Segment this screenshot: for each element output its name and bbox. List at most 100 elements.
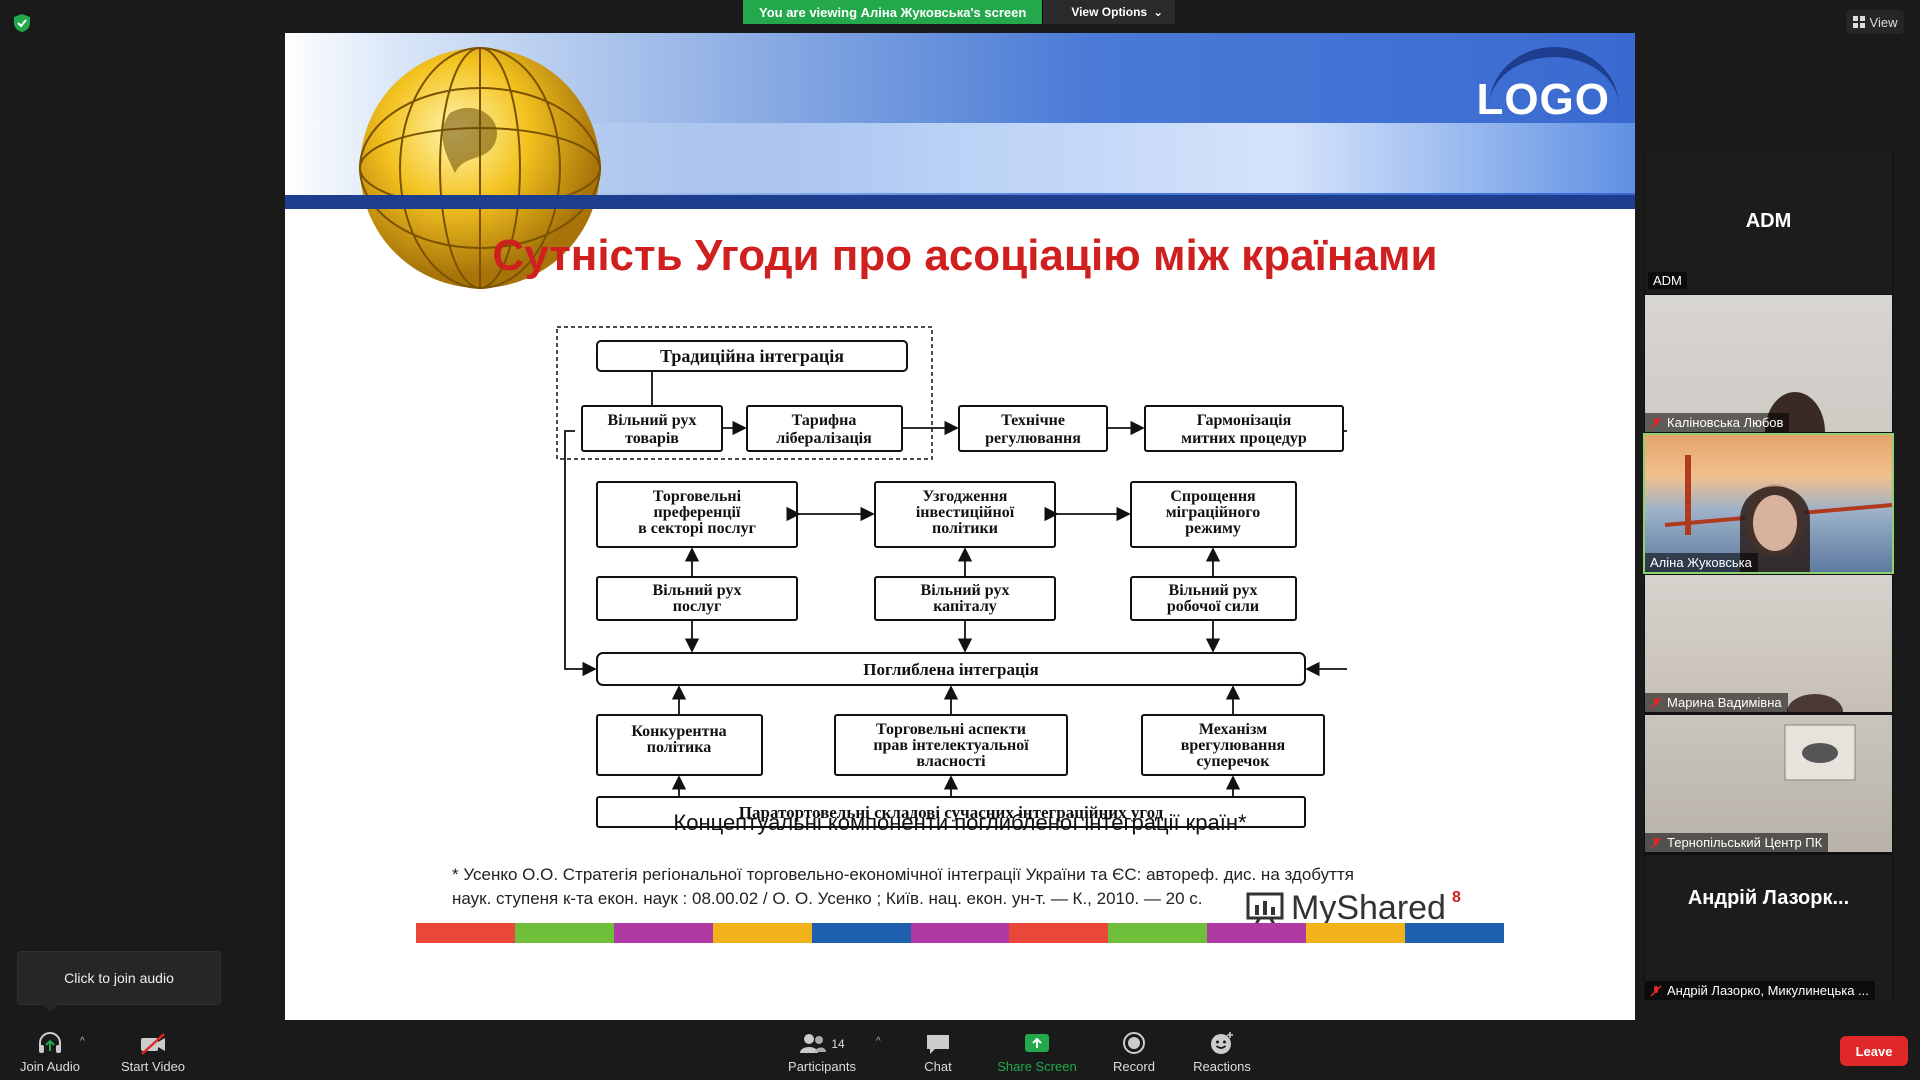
start-video-button[interactable]: Start Video bbox=[116, 1020, 190, 1080]
svg-text:міграційного: міграційного bbox=[1166, 504, 1260, 521]
svg-text:Тарифна: Тарифна bbox=[792, 412, 857, 429]
colorbar-segment bbox=[416, 923, 515, 943]
participants-button[interactable]: 14 Participants bbox=[784, 1020, 860, 1080]
video-feed bbox=[1765, 392, 1825, 432]
participant-tile[interactable]: Тернопільський Центр ПК bbox=[1645, 715, 1892, 852]
svg-text:товарів: товарів bbox=[625, 430, 679, 447]
slide-number: 8 bbox=[1451, 889, 1461, 906]
colorbar-segment bbox=[1207, 923, 1307, 943]
svg-text:капіталу: капіталу bbox=[933, 598, 997, 615]
shield-check-icon[interactable] bbox=[12, 13, 32, 33]
svg-text:Вільний рух: Вільний рух bbox=[608, 412, 697, 429]
svg-text:лібералізація: лібералізація bbox=[776, 430, 872, 447]
colorbar-segment bbox=[1009, 923, 1109, 943]
paratrade-label: Паратортовельні складові сучасних інтегр… bbox=[739, 803, 1164, 822]
caret-up-icon[interactable]: ^ bbox=[80, 1036, 85, 1047]
participant-tile-active[interactable]: Аліна Жуковська bbox=[1643, 433, 1894, 574]
svg-text:режиму: режиму bbox=[1185, 520, 1241, 537]
svg-text:Вільний рух: Вільний рух bbox=[921, 582, 1010, 599]
leave-button[interactable]: Leave bbox=[1840, 1036, 1908, 1066]
chat-icon bbox=[927, 1035, 949, 1054]
mic-muted-icon bbox=[1650, 984, 1662, 997]
svg-text:регулювання: регулювання bbox=[985, 430, 1081, 447]
colorbar-segment bbox=[811, 923, 911, 943]
chat-button[interactable]: Chat bbox=[910, 1020, 966, 1080]
share-screen-icon bbox=[1025, 1034, 1049, 1052]
mic-muted-icon bbox=[1650, 416, 1662, 429]
participants-count: 14 bbox=[831, 1037, 845, 1051]
join-audio-button[interactable]: Join Audio bbox=[16, 1020, 84, 1080]
svg-text:Узгодження: Узгодження bbox=[923, 488, 1008, 505]
participant-tile[interactable]: Андрій Лазорк... Андрій Лазорко, Микулин… bbox=[1645, 855, 1892, 1000]
svg-text:Механізм: Механізм bbox=[1199, 721, 1267, 738]
svg-text:в секторі послуг: в секторі послуг bbox=[638, 520, 756, 537]
svg-text:інвестиційної: інвестиційної bbox=[916, 504, 1015, 521]
share-screen-button[interactable]: Share Screen bbox=[990, 1020, 1084, 1080]
grid-icon bbox=[1852, 16, 1865, 28]
meeting-toolbar: Join Audio ^ Start Video 14 Participants… bbox=[0, 1020, 1920, 1080]
svg-text:преференції: преференції bbox=[654, 504, 741, 521]
participant-tile-adm[interactable]: ADM ADM bbox=[1645, 152, 1892, 294]
svg-text:власності: власності bbox=[916, 753, 986, 770]
caret-up-icon[interactable]: ^ bbox=[876, 1036, 881, 1047]
slide-header: LOGO bbox=[285, 33, 1635, 289]
video-feed bbox=[1787, 694, 1843, 712]
svg-text:політика: політика bbox=[647, 739, 711, 756]
slide-colorbar bbox=[416, 923, 1504, 943]
join-audio-tooltip: Click to join audio bbox=[17, 951, 221, 1012]
colorbar-segment bbox=[1405, 923, 1504, 943]
myshared-watermark: MyShared 8 bbox=[1245, 889, 1461, 928]
svg-text:прав інтелектуальної: прав інтелектуальної bbox=[873, 737, 1029, 754]
svg-text:суперечок: суперечок bbox=[1196, 753, 1270, 770]
view-options-button[interactable]: View Options ⌄ bbox=[1042, 0, 1176, 24]
viewing-label: You are viewing Аліна Жуковська's screen bbox=[743, 0, 1043, 24]
svg-text:Вільний рух: Вільний рух bbox=[1169, 582, 1258, 599]
colorbar-segment bbox=[613, 923, 713, 943]
shared-screen[interactable]: LOGO Сутність Угоди про асоціацію між кр… bbox=[285, 33, 1635, 1023]
integration-diagram: Традиційна інтеграція Вільний рухтоварів… bbox=[556, 326, 1347, 828]
smiley-icon bbox=[1211, 1032, 1233, 1054]
headphones-icon bbox=[39, 1032, 61, 1053]
svg-text:Торговельні аспекти: Торговельні аспекти bbox=[876, 721, 1026, 738]
svg-text:врегулювання: врегулювання bbox=[1181, 737, 1286, 754]
svg-text:послуг: послуг bbox=[673, 598, 722, 615]
svg-text:політики: політики bbox=[932, 520, 998, 537]
colorbar-segment bbox=[910, 923, 1010, 943]
video-feed bbox=[1664, 455, 1892, 572]
participants-icon bbox=[800, 1034, 827, 1053]
view-label: View bbox=[1869, 14, 1898, 30]
participant-tile[interactable]: Марина Вадимівна bbox=[1645, 575, 1892, 712]
colorbar-segment bbox=[514, 923, 614, 943]
participant-gallery[interactable]: ADM ADM Каліновська Любов Аліна Жуковськ… bbox=[1643, 152, 1894, 1000]
colorbar-segment bbox=[1306, 923, 1406, 943]
reactions-button[interactable]: Reactions bbox=[1190, 1020, 1254, 1080]
slide-caption: Концептуальні компоненти поглибленої інт… bbox=[673, 810, 1247, 835]
video-feed bbox=[1784, 724, 1856, 781]
slide-title: Сутність Угоди про асоціацію між країнам… bbox=[492, 231, 1438, 280]
screen-share-banner: You are viewing Аліна Жуковська's screen… bbox=[743, 0, 1176, 24]
deep-integration-label: Поглиблена інтеграція bbox=[863, 660, 1038, 679]
svg-text:митних процедур: митних процедур bbox=[1181, 430, 1307, 447]
record-button[interactable]: Record bbox=[1106, 1020, 1162, 1080]
colorbar-segment bbox=[712, 923, 812, 943]
slide-footnote: * Усенко О.О. Стратегія регіональної тор… bbox=[452, 865, 1354, 908]
mic-muted-icon bbox=[1650, 836, 1662, 849]
svg-text:Конкурентна: Конкурентна bbox=[631, 723, 726, 740]
record-icon bbox=[1123, 1032, 1145, 1054]
svg-text:Торговельні: Торговельні bbox=[653, 488, 742, 505]
video-off-icon bbox=[141, 1033, 165, 1055]
svg-text:Вільний рух: Вільний рух bbox=[653, 582, 742, 599]
mic-muted-icon bbox=[1650, 696, 1662, 709]
colorbar-segment bbox=[1108, 923, 1208, 943]
slide-logo: LOGO bbox=[1476, 75, 1610, 124]
participant-tile[interactable]: Каліновська Любов bbox=[1645, 295, 1892, 432]
globe-icon bbox=[359, 47, 601, 289]
view-options-label: View Options bbox=[1071, 5, 1148, 19]
svg-text:робочої сили: робочої сили bbox=[1167, 598, 1259, 615]
svg-text:Спрощення: Спрощення bbox=[1170, 488, 1256, 505]
traditional-integration-label: Традиційна інтеграція bbox=[660, 346, 844, 366]
svg-text:Технічне: Технічне bbox=[1001, 412, 1065, 429]
view-button[interactable]: View bbox=[1846, 10, 1904, 34]
presentation-icon bbox=[1246, 892, 1284, 927]
